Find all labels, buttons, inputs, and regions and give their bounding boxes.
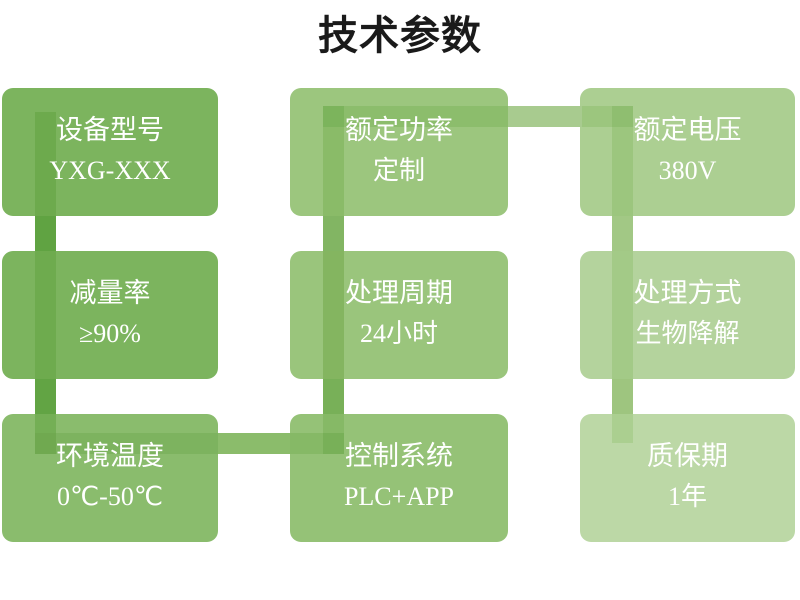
param-label: 质保期 [647,441,728,471]
param-card-ambient-temperature: 环境温度 0℃-50℃ [2,414,218,542]
param-card-rated-power: 额定功率 定制 [290,88,508,216]
param-value: 生物降解 [635,319,740,348]
param-card-reduction-rate: 减量率 ≥90% [2,251,218,379]
param-card-rated-voltage: 额定电压 380V [580,88,795,216]
param-value: 定制 [372,156,425,185]
param-label: 控制系统 [345,441,453,471]
page-title: 技术参数 [318,14,482,58]
param-label: 额定电压 [633,115,742,145]
param-label: 设备型号 [56,115,164,145]
param-label: 处理方式 [633,278,742,308]
param-label: 处理周期 [345,278,453,308]
param-value: 380V [658,156,717,185]
param-label: 减量率 [69,278,151,308]
param-card-device-model: 设备型号 YXG-XXX [2,88,218,216]
param-card-processing-cycle: 处理周期 24小时 [290,251,508,379]
param-card-warranty: 质保期 1年 [580,414,795,542]
param-card-processing-method: 处理方式 生物降解 [580,251,795,379]
param-value: 1年 [667,482,707,511]
param-label: 环境温度 [56,441,164,471]
param-value: ≥90% [79,319,141,348]
param-value: PLC+APP [343,482,455,511]
param-label: 额定功率 [345,115,453,145]
param-card-control-system: 控制系统 PLC+APP [290,414,508,542]
param-value: YXG-XXX [49,156,171,185]
param-value: 24小时 [359,319,438,348]
param-value: 0℃-50℃ [56,482,164,511]
parameter-grid: 设备型号 YXG-XXX 额定功率 定制 额定电压 380V 减量率 ≥90% … [2,88,795,542]
